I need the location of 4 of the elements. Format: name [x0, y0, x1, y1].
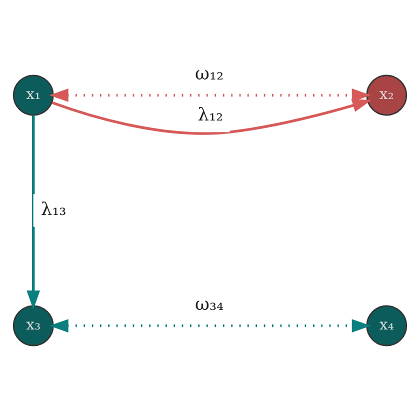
edge-label: ω₁₂ [194, 64, 224, 84]
edge-label: λ₁₂ [198, 104, 224, 125]
edge-label: λ₁₃ [40, 200, 66, 220]
edge-label: ω₃₄ [194, 294, 224, 314]
